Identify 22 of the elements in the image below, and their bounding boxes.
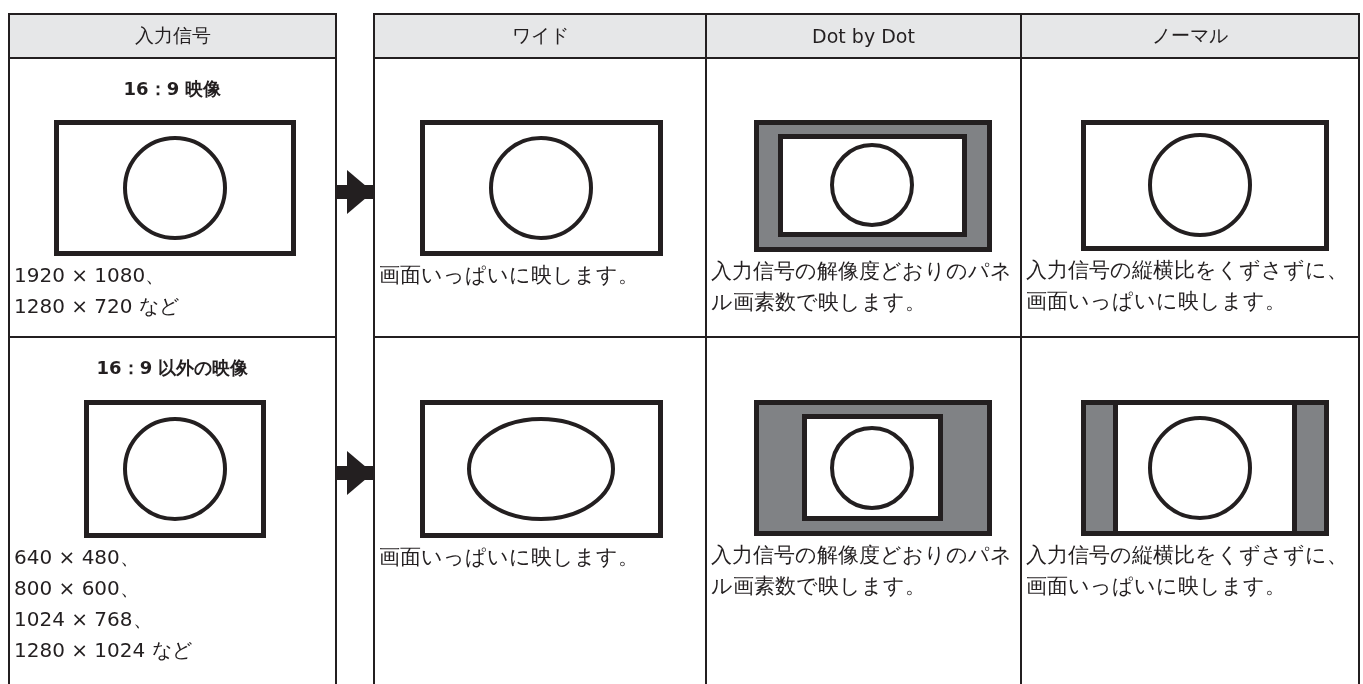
table-cell xyxy=(8,57,337,338)
table-cell xyxy=(8,336,337,684)
block-arrow xyxy=(337,170,373,214)
header-cell xyxy=(373,13,707,59)
mode-description: 入力信号の解像度どおりのパネル画素数で映します。 xyxy=(711,542,1013,600)
resolution-list: 640 × 480、800 × 600、1024 × 768、1280 × 1024 など xyxy=(14,542,192,666)
row-heading: 16：9 映像 xyxy=(122,77,223,101)
resolution-list: 1920 × 1080、1280 × 720 など xyxy=(14,260,179,322)
header-cell xyxy=(1020,13,1360,59)
row-heading: 16：9 以外の映像 xyxy=(95,356,250,380)
header-cell xyxy=(8,13,337,59)
mode-description: 画面いっぱいに映します。 xyxy=(379,544,640,571)
block-arrow xyxy=(337,451,373,495)
column-header: 入力信号 xyxy=(134,23,211,48)
header-cell xyxy=(705,13,1022,59)
mode-description: 画面いっぱいに映します。 xyxy=(379,262,640,289)
column-header: Dot by Dot xyxy=(812,25,915,47)
column-header: ワイド xyxy=(511,23,569,48)
column-header: ノーマル xyxy=(1152,23,1228,48)
mode-description: 入力信号の縦横比をくずさずに、画面いっぱいに映します。 xyxy=(1026,542,1349,600)
mode-description: 入力信号の縦横比をくずさずに、画面いっぱいに映します。 xyxy=(1026,257,1349,315)
mode-description: 入力信号の解像度どおりのパネル画素数で映します。 xyxy=(711,258,1013,316)
